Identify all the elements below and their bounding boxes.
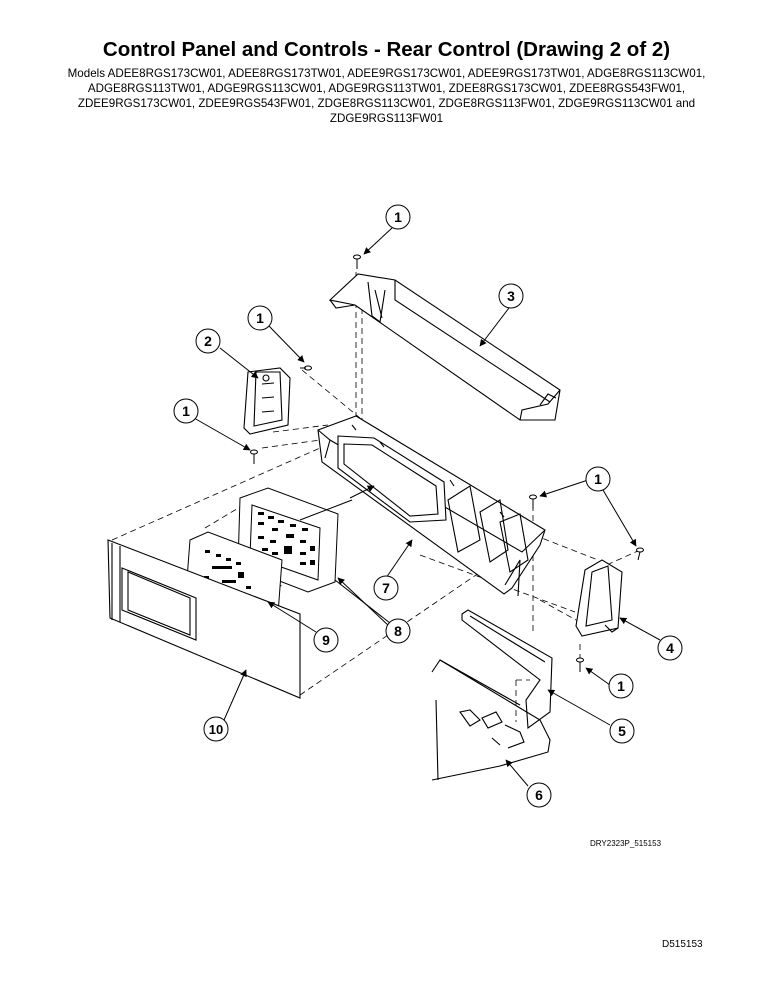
callout-label: 2	[204, 333, 212, 349]
part-2-left-end-cap	[243, 367, 291, 435]
callout-label: 3	[507, 288, 515, 304]
model-line-1: Models ADEE8RGS173CW01, ADEE8RGS173TW01,…	[67, 67, 706, 80]
part-6-cabinet-top	[431, 659, 551, 781]
callout-7: 7	[373, 575, 399, 601]
part-5-bracket	[461, 609, 553, 730]
part-3-rear-cap	[328, 273, 561, 421]
page-title: Control Panel and Controls - Rear Contro…	[102, 38, 671, 61]
screw-right-cap-icon	[636, 547, 644, 561]
screw-lower-right-icon	[576, 657, 584, 672]
document-id: D515153	[662, 939, 703, 950]
callout-4: 4	[657, 635, 683, 661]
part-10-panel-overlay	[107, 539, 301, 699]
callout-label: 1	[182, 403, 190, 419]
screws	[250, 254, 644, 672]
part-7-control-housing	[317, 415, 546, 597]
screw-center-right-icon	[529, 494, 537, 509]
callout-1-right: 1	[585, 466, 611, 492]
callout-5: 5	[609, 718, 635, 744]
callout-1-top: 1	[385, 204, 411, 230]
callout-label: 1	[594, 471, 602, 487]
model-line-4: ZDGE9RGS113FW01	[329, 112, 444, 125]
callout-1-left-lower: 1	[173, 398, 199, 424]
leader-lines	[193, 227, 661, 787]
callout-label: 1	[256, 310, 264, 326]
model-list: Models ADEE8RGS173CW01, ADEE8RGS173TW01,…	[55, 66, 718, 126]
screw-left-lower-icon	[250, 449, 258, 464]
callout-1-lower-right: 1	[608, 673, 634, 699]
callout-label: 4	[666, 640, 674, 656]
screw-left-cap-upper-icon	[300, 365, 312, 371]
callout-6: 6	[526, 782, 552, 808]
screw-top-icon	[353, 254, 361, 269]
callout-3: 3	[498, 283, 524, 309]
callout-9: 9	[313, 627, 339, 653]
callout-label: 8	[394, 623, 402, 639]
model-line-3: ZDEE9RGS173CW01, ZDEE9RGS543FW01, ZDGE8R…	[77, 97, 696, 110]
drawing-code: DRY2323P_515153	[590, 839, 662, 848]
model-line-2: ADGE8RGS113TW01, ADGE9RGS113CW01, ADGE9R…	[87, 82, 686, 95]
callout-label: 5	[618, 723, 626, 739]
callout-label: 1	[617, 678, 625, 694]
callout-label: 9	[322, 632, 330, 648]
callout-label: 1	[394, 209, 402, 225]
callout-label: 10	[209, 722, 223, 737]
callout-label: 6	[535, 787, 543, 803]
callout-1-left-upper: 1	[247, 305, 273, 331]
callout-label: 7	[382, 580, 390, 596]
callout-10: 10	[203, 716, 229, 742]
callout-8: 8	[385, 618, 411, 644]
callout-2: 2	[195, 328, 221, 354]
part-4-right-end-cap	[575, 559, 623, 637]
